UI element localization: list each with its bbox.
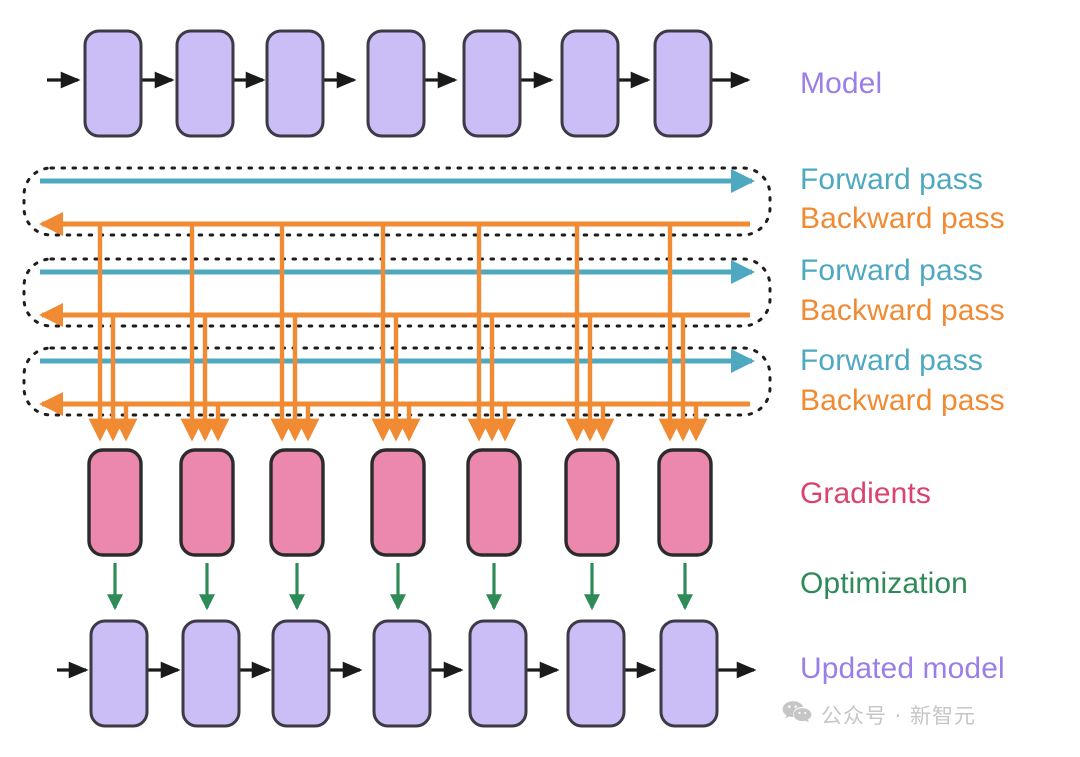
model-block-4[interactable] [366,29,426,138]
updated-model-row [57,619,757,728]
optimization-arrows [107,563,694,611]
legend-label-backward-pass-3: Backward pass [800,384,1005,417]
legend-label-backward-pass-1: Backward pass [800,202,1005,235]
legend-label-forward-pass-1: Forward pass [800,163,983,196]
model-block-6[interactable] [560,29,620,138]
model-block-5[interactable] [462,29,522,138]
pass-row-1[interactable] [22,166,772,237]
gradient-block-3[interactable] [269,448,325,557]
gradient-block-7[interactable] [657,448,713,557]
legend-label-forward-pass-3: Forward pass [800,344,983,377]
updated-model-block-5[interactable] [468,619,528,728]
updated-model-blocks [89,619,719,728]
model-block-7[interactable] [653,29,713,138]
updated-model-block-2[interactable] [181,619,241,728]
gradient-block-2[interactable] [179,448,235,557]
legend-label-model: Model [800,67,883,100]
gradient-feed-lines [88,224,708,442]
legend-label-forward-pass-2: Forward pass [800,254,983,287]
gradient-block-5[interactable] [466,448,522,557]
updated-model-block-6[interactable] [566,619,626,728]
gradient-block-6[interactable] [564,448,620,557]
legend-label-updated-model: Updated model [800,652,1005,685]
gradient-block-4[interactable] [370,448,426,557]
model-blocks [83,29,713,138]
gradient-blocks [87,448,713,557]
updated-model-block-4[interactable] [372,619,432,728]
legend-label-optimization: Optimization [800,567,968,600]
legend-label-backward-pass-2: Backward pass [800,294,1005,327]
updated-model-block-1[interactable] [89,619,149,728]
model-block-1[interactable] [83,29,143,138]
wechat-icon [782,700,812,730]
legend-label-gradients: Gradients [800,477,931,510]
watermark-text: 公众号 · 新智元 [821,704,977,728]
updated-model-block-7[interactable] [659,619,719,728]
gradient-block-1[interactable] [87,448,143,557]
updated-model-block-3[interactable] [271,619,331,728]
model-block-3[interactable] [265,29,325,138]
pass-row-1-dashed-box [22,166,772,237]
watermark: 公众号 · 新智元 [782,700,976,730]
model-block-2[interactable] [175,29,235,138]
model-row [47,29,751,138]
